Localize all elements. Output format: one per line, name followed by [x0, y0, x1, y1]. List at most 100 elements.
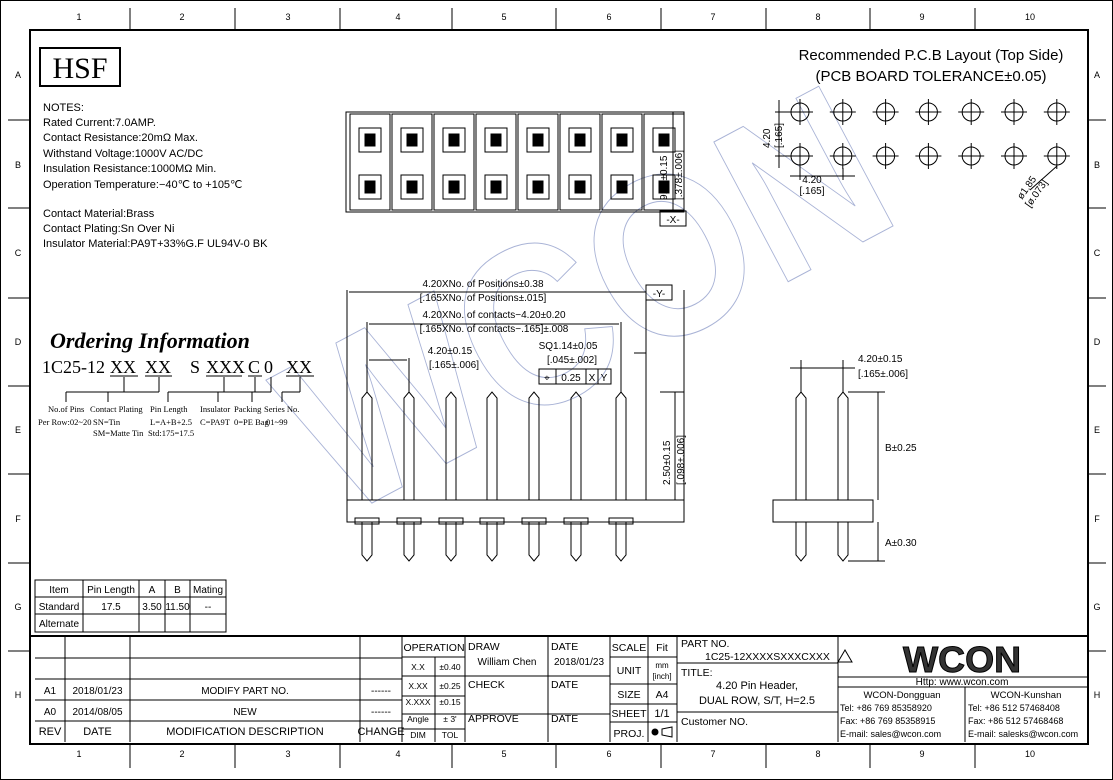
table-header: B [174, 585, 181, 596]
note-line: Withstand Voltage:1000V AC/DC [43, 148, 203, 160]
ordering-label-detail: SM=Matte Tin [93, 428, 144, 438]
row-marker-right: C [1094, 248, 1101, 258]
revision-cell: ------ [371, 707, 391, 718]
table-cell: Standard [39, 602, 80, 613]
contact-cavity [526, 127, 550, 153]
tolerance-value: ± 3' [443, 714, 457, 724]
housing-cell [517, 113, 559, 211]
pin-upper [486, 391, 498, 500]
contact-square [532, 133, 544, 147]
top-view [345, 111, 685, 213]
position-symbol-icon: ⌖ [544, 373, 550, 384]
pcb-layout-title: Recommended P.C.B Layout (Top Side) [799, 47, 1064, 64]
projection-symbol-icon [651, 728, 659, 736]
table-cell: Alternate [39, 619, 79, 630]
front-view [346, 290, 685, 562]
housing-cell [643, 113, 685, 211]
note-line: Contact Plating:Sn Over Ni [43, 223, 174, 235]
column-marker-top: 6 [606, 12, 611, 22]
size-value: A4 [656, 689, 669, 701]
ordering-label-title: No.of Pins [48, 404, 84, 414]
contact-cavity [400, 174, 424, 200]
contact-square [658, 133, 670, 147]
revision-header: REV [39, 726, 62, 738]
contact-cavity [442, 127, 466, 153]
datum-x-box [659, 210, 687, 227]
contact-square [448, 133, 460, 147]
pin-upper [570, 391, 582, 500]
table-cell: -- [205, 602, 212, 613]
revision-cell: 2018/01/23 [72, 686, 122, 697]
column-marker-bottom: 6 [606, 749, 611, 759]
tolerance-value: ±0.15 [439, 697, 460, 707]
drawer-name: William Chen [478, 657, 537, 668]
overall-length-dim-inch: [.165XNo. of Positions±.015] [420, 293, 547, 304]
housing-standoff [521, 517, 547, 525]
column-marker-top: 5 [501, 12, 506, 22]
date-label: DATE [551, 641, 578, 653]
unit-value-inch: [inch] [652, 672, 671, 681]
ordering-code-segment: XX [286, 357, 312, 377]
column-marker-top: 3 [285, 12, 290, 22]
column-marker-bottom: 9 [919, 749, 924, 759]
datum-y: -Y- [653, 289, 665, 300]
housing-standoff [354, 517, 380, 525]
pin-lower [486, 522, 498, 562]
contact-cavity [568, 127, 592, 153]
tolerance-datum-x: X [589, 373, 596, 384]
office-email: E-mail: sales@wcon.com [840, 729, 941, 739]
projection-cone-icon [661, 726, 673, 738]
pin-lower [795, 522, 807, 562]
contact-cavity [610, 174, 634, 200]
notes: NOTES: Rated Current:7.0AMP. Contact Res… [43, 102, 268, 250]
office-fax: Fax: +86 769 85358915 [840, 716, 935, 726]
office-name: WCON-Dongguan [863, 690, 940, 701]
ordering-code-segment: XX [145, 357, 171, 377]
unit-value: mm [655, 661, 669, 670]
contact-square [406, 180, 418, 194]
position-tolerance-frame: ⌖ 0.25 X Y [538, 368, 612, 385]
square-dim-inch: [.045±.002] [547, 355, 597, 366]
table-cell: 11.50 [165, 602, 190, 613]
notes-heading: NOTES: [43, 102, 84, 114]
tolerance-datum-y: Y [601, 373, 608, 384]
revision-cell: 2014/08/05 [72, 707, 122, 718]
column-marker-top: 8 [815, 12, 820, 22]
note-line: Operation Temperature:−40℃ to +105℃ [43, 179, 242, 191]
row-marker-left: C [15, 248, 22, 258]
ordering-title: Ordering Information [50, 328, 250, 353]
revision-cell: MODIFY PART NO. [201, 686, 289, 697]
row-marker-left: D [15, 337, 22, 347]
table-border [34, 579, 227, 633]
contact-cavity [358, 127, 382, 153]
contact-cavity [652, 174, 676, 200]
proj-label: PROJ. [614, 728, 645, 740]
housing-standoff [479, 517, 505, 525]
square-dim: SQ1.14±0.05 [539, 341, 598, 352]
row-marker-right: A [1094, 70, 1100, 80]
pin-lower [837, 522, 849, 562]
housing-standoff [608, 517, 634, 525]
housing-front [346, 499, 685, 523]
revision-cell: NEW [233, 707, 257, 718]
top-height-dim-inch: [.378±.006] [674, 150, 685, 200]
row-marker-right: E [1094, 425, 1100, 435]
wcon-logo: WCON [903, 639, 1021, 680]
hsf-logo-box [39, 47, 121, 87]
contact-cavity [442, 174, 466, 200]
ordering-label-detail: C=PA9T [200, 417, 231, 427]
column-marker-top: 1 [76, 12, 81, 22]
contact-cavity [484, 174, 508, 200]
datum-x: -X- [666, 215, 679, 226]
pin-lower [361, 522, 373, 562]
revision-cell: A1 [44, 686, 57, 697]
table-header: Item [49, 585, 68, 596]
approve-label: APPROVE [468, 713, 519, 725]
ordering-prefix: 1C25-12 [42, 357, 105, 377]
operation-label: OPERATION [403, 642, 464, 654]
